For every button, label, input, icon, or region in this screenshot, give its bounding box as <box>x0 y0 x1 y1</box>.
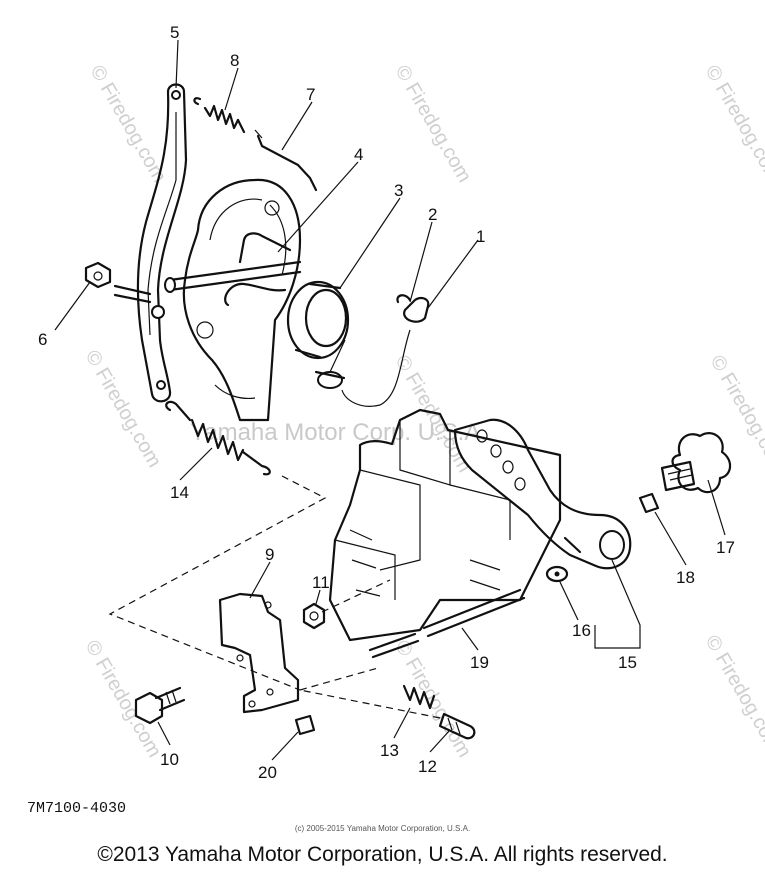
watermark-site-9: © Firedog.com <box>701 632 765 757</box>
part-11-nut <box>302 602 326 630</box>
dashed-guides <box>108 475 441 719</box>
part-14-spring <box>165 400 271 476</box>
part-6-nut <box>84 261 112 289</box>
callout-8: 8 <box>230 51 239 70</box>
callout-3: 3 <box>394 181 403 200</box>
engine-casting-upper <box>182 178 302 422</box>
callout-20: 20 <box>258 763 277 782</box>
part-8-spring <box>193 97 246 134</box>
part-20-screw <box>294 714 316 736</box>
watermark-site-4: © Firedog.com <box>81 347 166 472</box>
callout-1: 1 <box>476 227 485 246</box>
part-19-pin <box>368 588 526 659</box>
part-4-shaft <box>164 232 302 307</box>
callout-10: 10 <box>160 750 179 769</box>
callout-18: 18 <box>676 568 695 587</box>
callout-15: 15 <box>618 653 637 672</box>
callout-16: 16 <box>572 621 591 640</box>
diagram-code: 7M7100-4030 <box>27 800 127 817</box>
callout-19: 19 <box>470 653 489 672</box>
callout-11: 11 <box>312 573 330 592</box>
part-16-washer <box>545 565 569 583</box>
callout-2: 2 <box>428 205 437 224</box>
part-9-bracket <box>218 592 300 714</box>
small-credit-text: (c) 2005-2015 Yamaha Motor Corporation, … <box>294 824 471 833</box>
callout-5: 5 <box>170 23 179 42</box>
part-17-knob <box>660 432 732 494</box>
watermark-overlay: Yamaha Motor Corp. U.S.A. <box>190 419 487 446</box>
callout-14: 14 <box>170 483 189 502</box>
part-1-2-clips <box>329 294 430 407</box>
part-13-spring <box>402 684 436 710</box>
watermark-site-1: © Firedog.com <box>86 62 171 187</box>
part-5-lever <box>136 83 188 403</box>
callout-4: 4 <box>354 145 363 164</box>
part-18-bushing <box>638 492 660 514</box>
part-15-bracket <box>453 418 632 570</box>
callout-9: 9 <box>265 545 274 564</box>
part-3-collar <box>286 280 350 389</box>
watermark-site-3: © Firedog.com <box>701 62 765 187</box>
watermark-site-7: © Firedog.com <box>81 637 166 762</box>
part-10-bolt <box>134 686 186 725</box>
callout-layer: 1 2 3 4 5 6 7 8 9 10 11 12 13 14 15 16 1… <box>38 23 735 782</box>
callout-12: 12 <box>418 757 437 776</box>
part-12-screw <box>438 712 476 740</box>
callout-13: 13 <box>380 741 399 760</box>
leader-lines <box>54 39 726 761</box>
watermark-site-2: © Firedog.com <box>391 62 476 187</box>
lever-pivot-bolt <box>113 284 165 319</box>
callout-17: 17 <box>716 538 735 557</box>
watermark-site-6: © Firedog.com <box>706 352 765 477</box>
callout-6: 6 <box>38 330 47 349</box>
part-7-link <box>254 129 318 192</box>
copyright-text: ©2013 Yamaha Motor Corporation, U.S.A. A… <box>97 843 668 866</box>
callout-7: 7 <box>306 85 315 104</box>
lower-housing <box>328 408 562 642</box>
